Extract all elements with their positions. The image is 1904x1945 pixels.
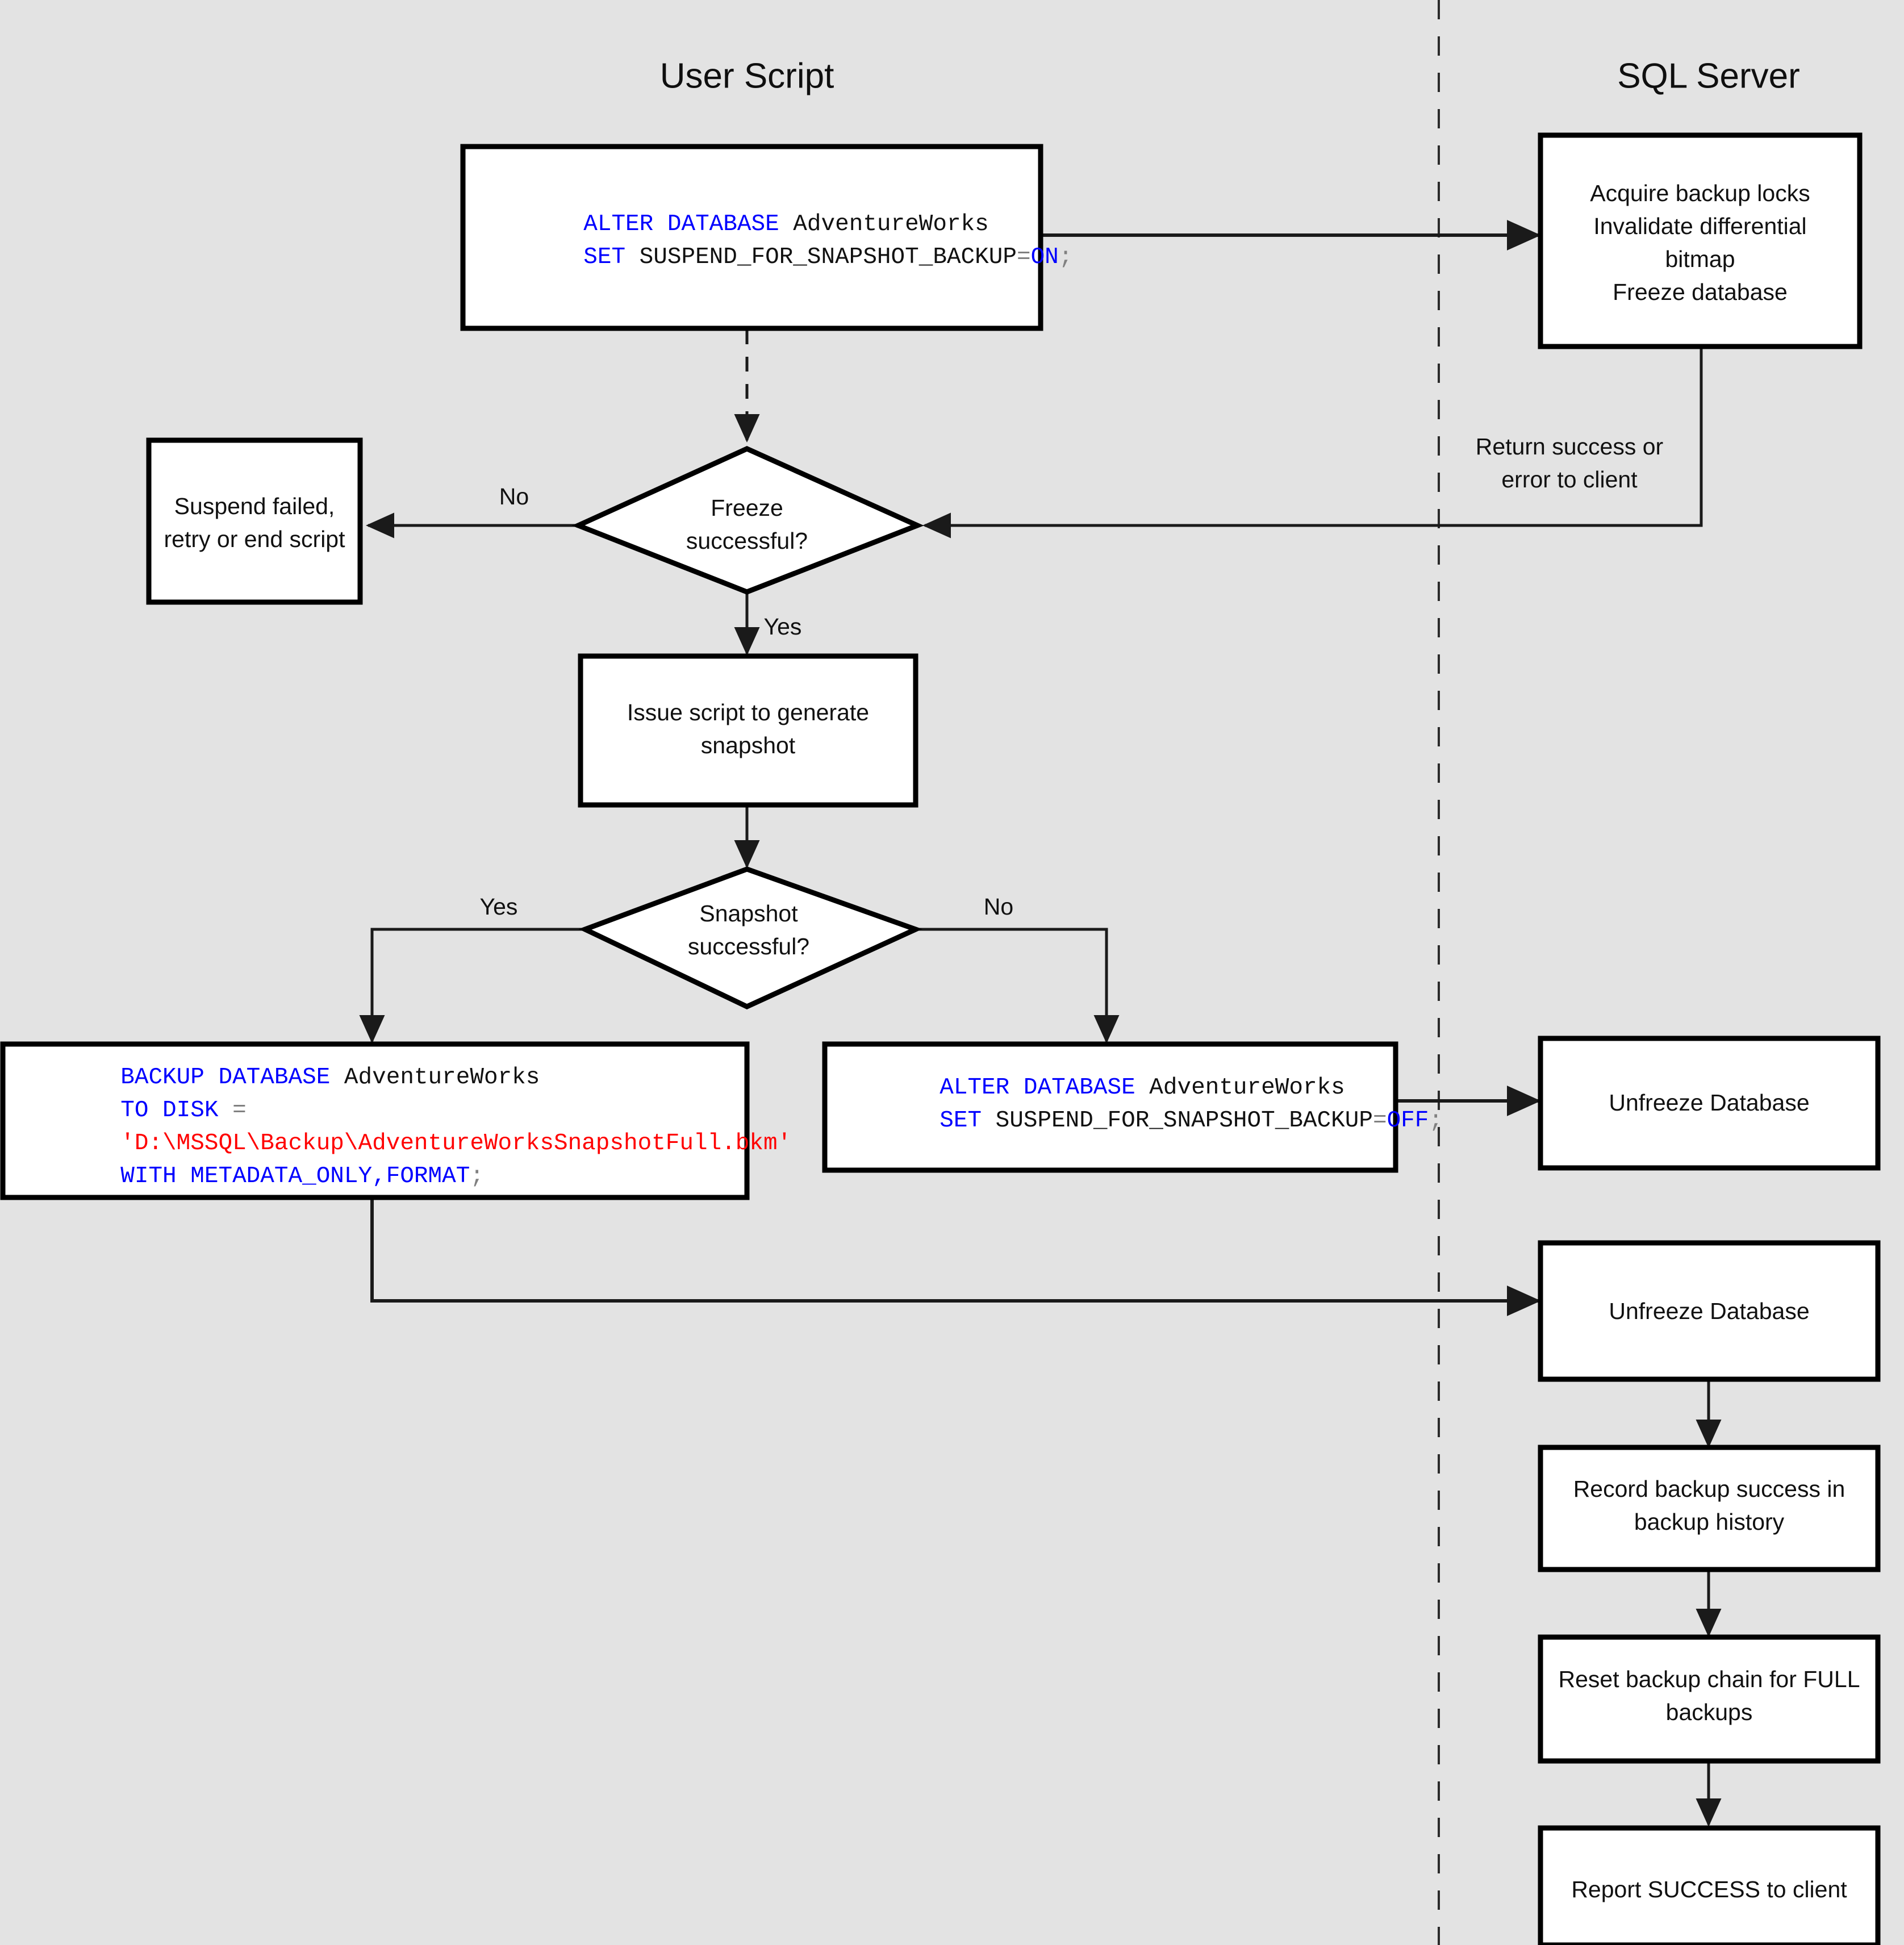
node-text-line: Reset backup chain for FULL	[1559, 1666, 1860, 1692]
node-text-line: Snapshot	[699, 900, 798, 926]
svg-text:BACKUP DATABASE AdventureWorks: BACKUP DATABASE AdventureWorks	[23, 1065, 609, 1091]
svg-text:SET SUSPEND_FOR_SNAPSHOT_BACKU: SET SUSPEND_FOR_SNAPSHOT_BACKUP=ON;	[486, 244, 1142, 270]
code-keyword: SET	[583, 244, 639, 270]
node-text-line: bitmap	[1665, 246, 1735, 272]
edge-label-return-client-line-2: error to client	[1501, 466, 1638, 492]
node-text-line: snapshot	[701, 732, 796, 758]
svg-text:'D:\MSSQL\Backup\AdventureWork: 'D:\MSSQL\Backup\AdventureWorksSnapshotF…	[23, 1130, 861, 1157]
code-string-literal: 'D:\MSSQL\Backup\AdventureWorksSnapshotF…	[120, 1130, 791, 1157]
node-report-success[interactable]: Report SUCCESS to client	[1538, 1825, 1881, 1945]
node-unfreeze-database-1[interactable]: Unfreeze Database	[1538, 1036, 1881, 1171]
code-identifier: AdventureWorks	[1149, 1075, 1345, 1101]
node-backup-database[interactable]: BACKUP DATABASE AdventureWorks TO DISK =…	[0, 1041, 861, 1200]
node-text-line: Report SUCCESS to client	[1571, 1876, 1847, 1902]
code-keyword: TO DISK	[120, 1097, 232, 1124]
lane-title-user-script: User Script	[660, 56, 834, 95]
code-identifier: AdventureWorks	[344, 1065, 540, 1091]
edge-label-return-client-line-1: Return success or	[1476, 433, 1663, 460]
node-text-line: retry or end script	[164, 526, 346, 552]
svg-text:WITH METADATA_ONLY,FORMAT;: WITH METADATA_ONLY,FORMAT;	[23, 1163, 554, 1189]
node-unfreeze-database-2[interactable]: Unfreeze Database	[1538, 1240, 1881, 1382]
node-text-line: successful?	[686, 528, 808, 554]
code-keyword: ALTER DATABASE	[940, 1075, 1149, 1101]
node-text-line: Freeze database	[1613, 279, 1788, 305]
lane-title-sql-server: SQL Server	[1617, 56, 1800, 95]
svg-text:SET SUSPEND_FOR_SNAPSHOT_BACKU: SET SUSPEND_FOR_SNAPSHOT_BACKUP=OFF;	[842, 1108, 1513, 1134]
node-suspend-failed[interactable]: Suspend failed, retry or end script	[146, 437, 363, 605]
code-keyword: BACKUP DATABASE	[120, 1065, 344, 1091]
code-value: ON	[1031, 244, 1059, 270]
code-operator: =	[232, 1097, 247, 1124]
code-terminator: ;	[470, 1163, 484, 1189]
code-terminator: ;	[1059, 244, 1073, 270]
node-text-line: Invalidate differential	[1593, 213, 1806, 239]
node-text-line: Suspend failed,	[174, 493, 335, 519]
edge-label-freeze-no: No	[499, 483, 529, 510]
node-freeze-successful-decision[interactable]: Freeze successful?	[571, 446, 924, 595]
code-identifier: AdventureWorks	[793, 211, 988, 237]
edge-label-snapshot-no: No	[984, 894, 1013, 920]
code-keyword: WITH METADATA_ONLY,FORMAT	[120, 1163, 470, 1189]
svg-text:TO DISK =: TO DISK =	[23, 1097, 316, 1124]
node-issue-script[interactable]: Issue script to generate snapshot	[578, 653, 918, 808]
node-record-backup-success[interactable]: Record backup success in backup history	[1538, 1445, 1881, 1572]
svg-text:ALTER DATABASE AdventureWorks: ALTER DATABASE AdventureWorks	[486, 211, 1059, 237]
code-operator: =	[1373, 1108, 1387, 1134]
node-text-line: Freeze	[711, 495, 783, 521]
connector-snapshot-no-to-alter-off	[909, 928, 1120, 1044]
node-alter-database-on[interactable]: ALTER DATABASE AdventureWorks SET SUSPEN…	[460, 144, 1142, 331]
node-text-line: Unfreeze Database	[1609, 1090, 1809, 1116]
node-text-line: successful?	[688, 933, 809, 959]
node-text-line: Issue script to generate	[627, 699, 869, 725]
node-text-line: Acquire backup locks	[1590, 180, 1810, 206]
code-identifier: SUSPEND_FOR_SNAPSHOT_BACKUP	[996, 1108, 1373, 1134]
connector-backup-database-to-unfreeze-2	[370, 1196, 1541, 1316]
connector-acquire-locks-to-freeze-decision	[922, 348, 1703, 539]
edge-label-snapshot-yes: Yes	[480, 894, 518, 920]
node-acquire-backup-locks[interactable]: Acquire backup locks Invalidate differen…	[1538, 132, 1863, 349]
code-keyword: SET	[940, 1108, 995, 1134]
code-operator: =	[1017, 244, 1031, 270]
code-keyword: ALTER DATABASE	[583, 211, 793, 237]
node-text-line: backup history	[1634, 1509, 1785, 1535]
node-alter-database-off[interactable]: ALTER DATABASE AdventureWorks SET SUSPEN…	[822, 1041, 1513, 1173]
code-identifier: SUSPEND_FOR_SNAPSHOT_BACKUP	[640, 244, 1017, 270]
svg-text:ALTER DATABASE AdventureWorks: ALTER DATABASE AdventureWorks	[842, 1075, 1415, 1101]
node-text-line: backups	[1666, 1699, 1753, 1725]
connector-snapshot-yes-to-backup-database	[359, 928, 585, 1044]
code-terminator: ;	[1429, 1108, 1443, 1134]
node-snapshot-successful-decision[interactable]: Snapshot successful?	[578, 866, 922, 1009]
node-text-line: Record backup success in	[1573, 1476, 1845, 1502]
edge-label-freeze-yes: Yes	[764, 613, 802, 640]
node-reset-backup-chain[interactable]: Reset backup chain for FULL backups	[1538, 1634, 1881, 1764]
node-text-line: Unfreeze Database	[1609, 1298, 1809, 1324]
code-value: OFF	[1387, 1108, 1429, 1134]
